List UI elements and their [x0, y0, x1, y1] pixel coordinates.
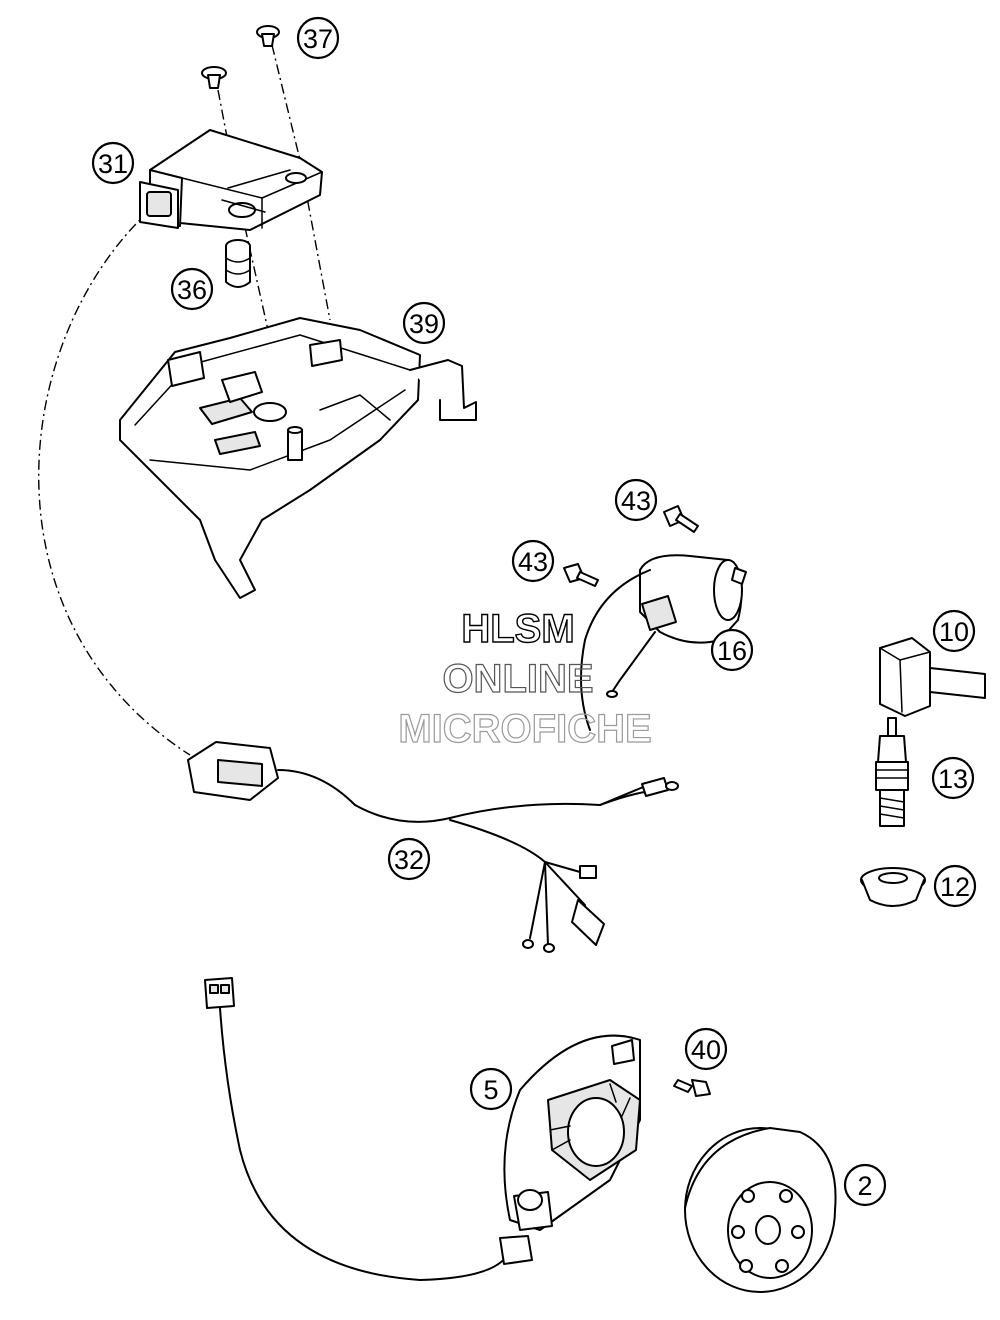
ecu-module-31 — [139, 129, 323, 231]
callout-12: 12 — [933, 864, 977, 908]
callout-43-lower: 43 — [511, 539, 555, 583]
callout-36: 36 — [170, 267, 214, 311]
callout-37: 37 — [296, 16, 340, 60]
spark-plug-13 — [875, 717, 909, 827]
screw-37-b — [201, 66, 227, 89]
callout-16-label: 16 — [717, 636, 747, 666]
callout-40-label: 40 — [691, 1035, 721, 1065]
callout-39-label: 39 — [409, 309, 439, 339]
grommet-36 — [225, 239, 251, 288]
callout-10: 10 — [932, 609, 976, 653]
bolt-43-lower — [563, 563, 599, 587]
flywheel-rotor-2 — [684, 1127, 837, 1293]
callout-5-label: 5 — [483, 1075, 498, 1105]
wire-harness-32 — [187, 741, 679, 953]
callout-5: 5 — [469, 1067, 513, 1111]
callout-10-label: 10 — [939, 617, 969, 647]
watermark: HLSM ONLINE MICROFICHE — [398, 606, 653, 751]
spark-plug-cap-10 — [879, 637, 986, 717]
screw-37 — [256, 25, 280, 47]
callout-2-label: 2 — [857, 1171, 872, 1201]
callout-43-upper: 43 — [614, 478, 658, 522]
watermark-line-2: ONLINE — [442, 657, 593, 701]
stator-wire — [204, 977, 533, 1282]
callout-43-upper-label: 43 — [621, 486, 651, 516]
callout-13-label: 13 — [938, 764, 968, 794]
bolt-43-upper — [663, 505, 699, 533]
washer-12 — [860, 867, 926, 907]
callout-32-label: 32 — [394, 845, 424, 875]
callout-31-label: 31 — [98, 149, 128, 179]
callout-12-label: 12 — [940, 872, 970, 902]
callout-36-label: 36 — [177, 275, 207, 305]
callout-13: 13 — [931, 756, 975, 800]
callout-16: 16 — [710, 628, 754, 672]
callout-37-label: 37 — [303, 24, 333, 54]
callout-40: 40 — [684, 1027, 728, 1071]
callout-31: 31 — [91, 141, 135, 185]
callout-32: 32 — [387, 837, 431, 881]
callout-2: 2 — [843, 1163, 887, 1207]
watermark-line-3: MICROFICHE — [398, 707, 651, 751]
callout-43-lower-label: 43 — [518, 547, 548, 577]
ignition-coil-16 — [580, 554, 747, 731]
callout-39: 39 — [402, 301, 446, 345]
stator-plate-5 — [503, 1034, 641, 1231]
screw-40 — [673, 1079, 711, 1097]
watermark-line-1: HLSM — [461, 607, 574, 651]
bracket-39 — [119, 317, 477, 599]
